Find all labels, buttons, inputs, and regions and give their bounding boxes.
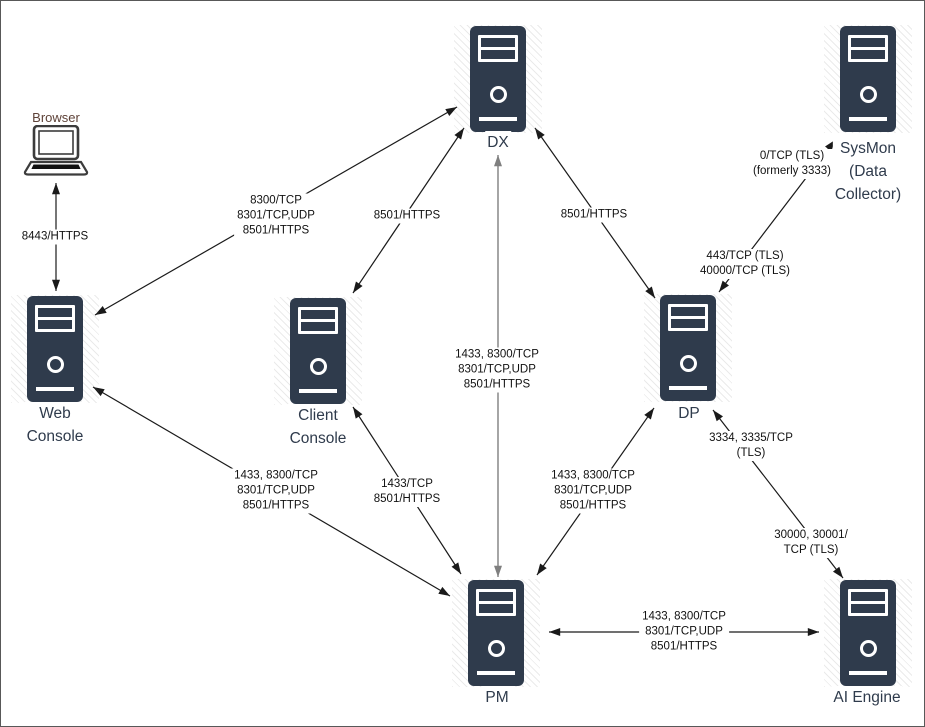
laptop-icon xyxy=(23,124,89,176)
node-pm xyxy=(452,579,540,687)
base-bar-icon xyxy=(849,117,887,121)
edge-label-dp-pm: 1433, 8300/TCP 8301/TCP,UDP 8501/HTTPS xyxy=(548,468,638,514)
node-label-client-console: Client Console xyxy=(287,404,349,450)
server-icon xyxy=(27,296,83,402)
power-button-icon xyxy=(859,640,877,657)
edge-label-client-console-dx: 8501/HTTPS xyxy=(370,208,444,224)
edge-label-browser-web-console: 8443/HTTPS xyxy=(18,229,92,245)
server-icon xyxy=(840,580,896,686)
drive-bay-icon xyxy=(668,304,708,331)
edge-label-dp-sysmon-near-sysmon: 0/TCP (TLS) (formerly 3333) xyxy=(750,149,834,179)
drive-bay-icon xyxy=(848,589,888,616)
node-web-console xyxy=(11,295,99,403)
server-icon xyxy=(290,298,346,404)
edge-label-dp-ai-near-ai: 30000, 30001/ TCP (TLS) xyxy=(771,528,851,558)
server-icon xyxy=(660,295,716,401)
node-label-pm: PM xyxy=(483,686,511,709)
server-icon xyxy=(840,26,896,132)
drive-bay-icon xyxy=(848,35,888,62)
base-bar-icon xyxy=(849,671,887,675)
edge-label-web-console-pm: 1433, 8300/TCP 8301/TCP,UDP 8501/HTTPS xyxy=(231,468,321,514)
power-button-icon xyxy=(489,86,507,103)
power-button-icon xyxy=(679,355,697,372)
node-ai-engine xyxy=(824,579,912,687)
node-sysmon xyxy=(824,25,912,133)
power-button-icon xyxy=(46,356,64,373)
edge-label-pm-dx: 1433, 8300/TCP 8301/TCP,UDP 8501/HTTPS xyxy=(452,347,542,393)
drive-bay-icon xyxy=(298,307,338,334)
node-label-dp: DP xyxy=(676,402,702,425)
server-icon xyxy=(468,580,524,686)
browser-label-text: Browser xyxy=(32,110,80,125)
base-bar-icon xyxy=(669,386,707,390)
drive-bay-icon xyxy=(478,35,518,62)
power-button-icon xyxy=(309,358,327,375)
node-label-web-console: Web Console xyxy=(24,402,86,448)
drive-bay-icon xyxy=(35,305,75,332)
edge-label-web-console-dx: 8300/TCP 8301/TCP,UDP 8501/HTTPS xyxy=(234,193,318,239)
node-label-browser: Browser xyxy=(30,110,82,125)
node-dp xyxy=(644,294,732,402)
node-browser xyxy=(22,124,90,183)
server-icon xyxy=(470,26,526,132)
edge-label-client-console-pm: 1433/TCP 8501/HTTPS xyxy=(370,477,444,507)
base-bar-icon xyxy=(477,671,515,675)
edge-label-dp-sysmon-near-dp: 443/TCP (TLS) 40000/TCP (TLS) xyxy=(697,249,793,279)
edge-label-dp-dx: 8501/HTTPS xyxy=(557,207,631,223)
power-button-icon xyxy=(487,640,505,657)
node-label-dx: DX xyxy=(485,131,511,154)
base-bar-icon xyxy=(479,117,517,121)
edge-label-pm-ai-engine: 1433, 8300/TCP 8301/TCP,UDP 8501/HTTPS xyxy=(639,609,729,655)
node-client-console xyxy=(274,297,362,405)
edge-label-dp-ai-near-dp: 3334, 3335/TCP (TLS) xyxy=(706,431,796,461)
drive-bay-icon xyxy=(476,589,516,616)
base-bar-icon xyxy=(36,387,74,391)
node-dx xyxy=(454,25,542,133)
power-button-icon xyxy=(859,86,877,103)
node-label-sysmon: SysMon (Data Collector) xyxy=(832,137,904,206)
base-bar-icon xyxy=(299,389,337,393)
node-label-ai-engine: AI Engine xyxy=(831,686,903,709)
